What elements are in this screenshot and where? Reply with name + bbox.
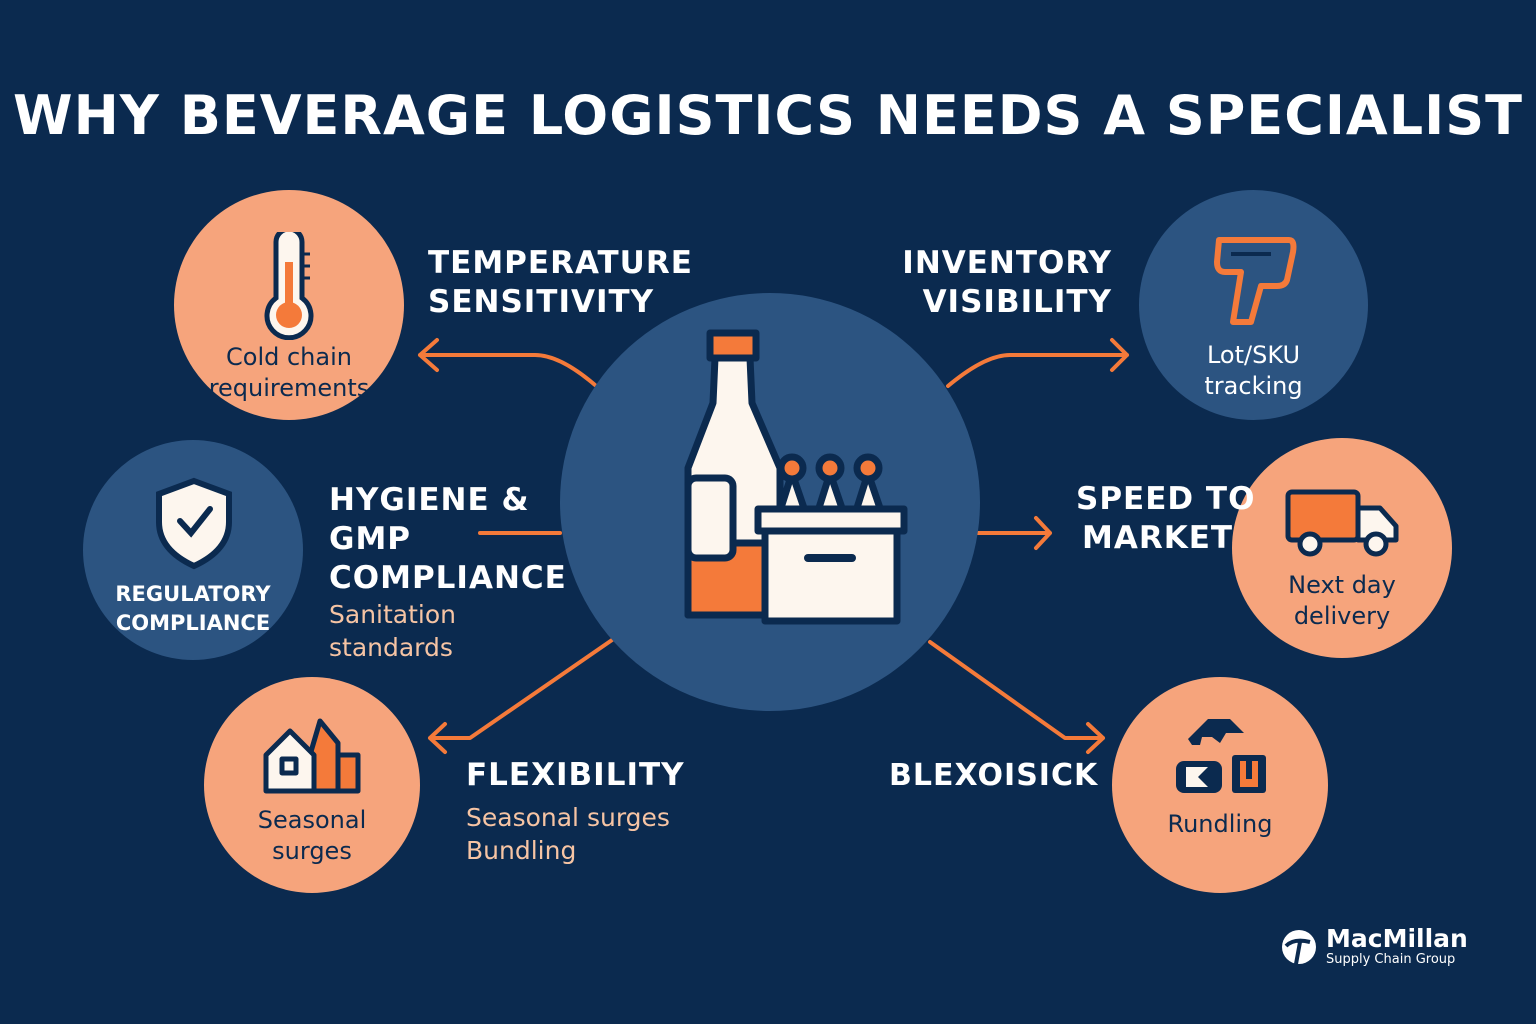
temperature-heading-line2: SENSITIVITY bbox=[428, 284, 655, 320]
speed-heading-line1: SPEED TO bbox=[1076, 481, 1256, 517]
logo-name: MacMillan bbox=[1326, 924, 1468, 953]
bundling-circle: Rundling bbox=[1112, 677, 1328, 893]
inventory-heading: INVENTORY VISIBILITY bbox=[902, 244, 1112, 322]
hygiene-heading-line3: COMPLIANCE bbox=[329, 560, 567, 596]
hygiene-heading-line2: GMP bbox=[329, 521, 412, 557]
arrow-flexibility bbox=[428, 638, 614, 754]
regulatory-circle: REGULATORY COMPLIANCE bbox=[83, 440, 303, 660]
logo-mark-icon bbox=[1282, 930, 1316, 965]
regulatory-circle-line2: COMPLIANCE bbox=[115, 611, 271, 635]
flexibility-sub-line1: Seasonal surges bbox=[466, 803, 670, 832]
inventory-heading-line1: INVENTORY bbox=[902, 245, 1112, 281]
flexibility-sub-line2: Bundling bbox=[466, 836, 577, 865]
speed-circle: Next day delivery bbox=[1232, 438, 1452, 658]
temperature-heading: TEMPERATURE SENSITIVITY bbox=[428, 244, 693, 322]
inventory-circle-line1: Lot/SKU bbox=[1206, 341, 1301, 369]
center-circle bbox=[560, 293, 980, 711]
speed-circle-line1: Next day bbox=[1288, 571, 1396, 599]
speed-circle-line2: delivery bbox=[1293, 602, 1391, 630]
truck-icon bbox=[1285, 489, 1399, 557]
flexibility-block: FLEXIBILITY Seasonal surges Bundling bbox=[466, 756, 685, 867]
speed-heading-line2: MARKET bbox=[1082, 520, 1234, 556]
arrow-inventory bbox=[946, 338, 1129, 388]
seasonal-circle-line2: surges bbox=[272, 837, 352, 865]
bundle-icon bbox=[1176, 719, 1266, 793]
arrow-temperature bbox=[418, 338, 597, 387]
hygiene-sub-line2: standards bbox=[329, 633, 453, 662]
macmillan-logo: MacMillan Supply Chain Group bbox=[1280, 926, 1468, 968]
hygiene-block: HYGIENE & GMP COMPLIANCE Sanitation stan… bbox=[329, 481, 567, 664]
speed-heading: SPEED TO MARKET bbox=[1076, 480, 1255, 558]
beverage-bottle-crate-icon bbox=[684, 329, 908, 625]
bundling-circle-label: Rundling bbox=[1167, 810, 1273, 838]
arrow-speed bbox=[976, 516, 1052, 550]
temperature-circle: Cold chain requirements bbox=[174, 190, 404, 420]
regulatory-circle-line1: REGULATORY bbox=[115, 582, 271, 606]
arrow-bundling bbox=[928, 640, 1105, 754]
seasonal-circle: Seasonal surges bbox=[204, 677, 420, 893]
bundling-heading: BLEXOISICK bbox=[889, 758, 1099, 793]
temperature-circle-line1: Cold chain bbox=[226, 343, 352, 371]
shield-check-icon bbox=[156, 477, 232, 570]
temperature-heading-line1: TEMPERATURE bbox=[428, 245, 693, 281]
seasonal-circle-line1: Seasonal bbox=[257, 806, 367, 834]
hygiene-heading-line1: HYGIENE & bbox=[329, 482, 530, 518]
house-icon bbox=[263, 718, 361, 794]
hygiene-sub-line1: Sanitation bbox=[329, 600, 456, 629]
inventory-circle: Lot/SKU tracking bbox=[1139, 190, 1368, 420]
temperature-circle-line2: requirements bbox=[208, 374, 370, 402]
page-title: WHY BEVERAGE LOGISTICS NEEDS A SPECIALIS… bbox=[13, 84, 1523, 147]
inventory-circle-line2: tracking bbox=[1204, 372, 1303, 400]
flexibility-heading: FLEXIBILITY bbox=[466, 757, 685, 793]
thermometer-icon bbox=[264, 232, 314, 340]
logo-tagline: Supply Chain Group bbox=[1326, 952, 1456, 967]
inventory-heading-line2: VISIBILITY bbox=[922, 284, 1112, 320]
scanner-icon bbox=[1214, 237, 1297, 325]
